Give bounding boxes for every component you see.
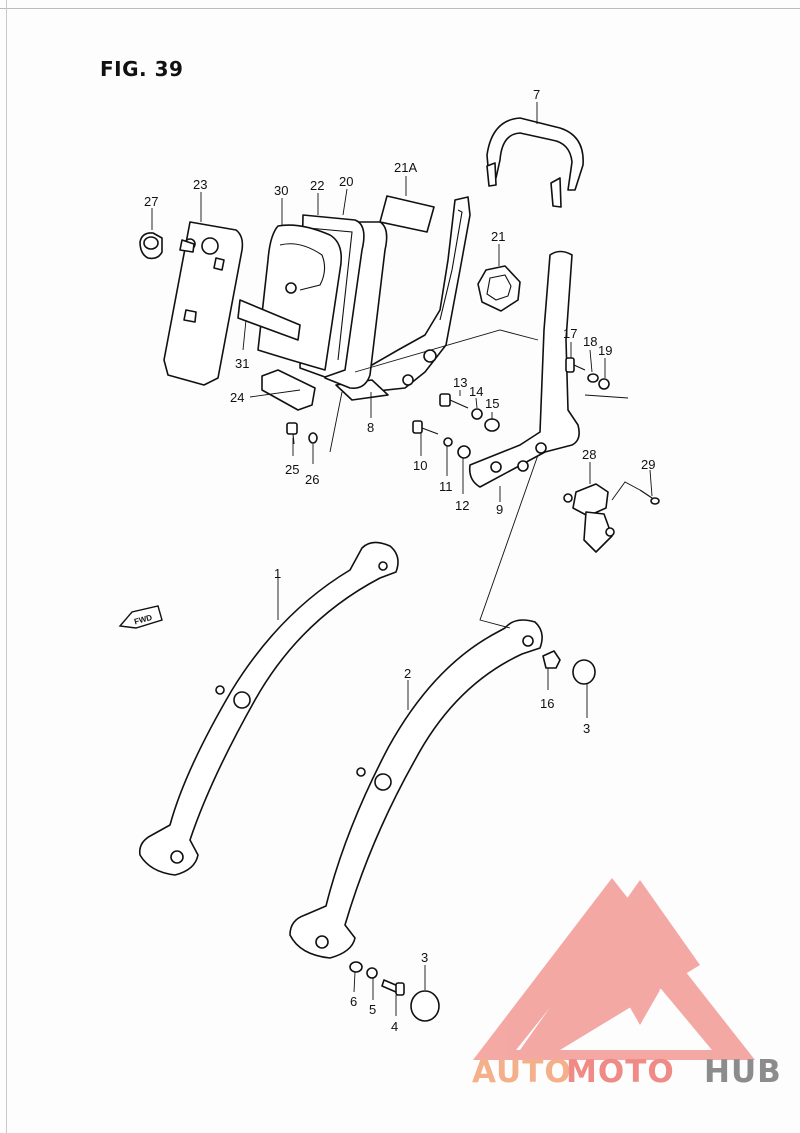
callout-21: 21 bbox=[491, 229, 505, 244]
callout-7: 7 bbox=[533, 87, 540, 102]
callout-3-upper: 3 bbox=[583, 721, 590, 736]
callout-1: 1 bbox=[274, 566, 281, 581]
callout-23: 23 bbox=[193, 177, 207, 192]
callout-20: 20 bbox=[339, 174, 353, 189]
callout-26: 26 bbox=[305, 472, 319, 487]
callout-12: 12 bbox=[455, 498, 469, 513]
figure-title: FIG. 39 bbox=[100, 57, 184, 81]
callout-labels: 27 23 30 22 20 21A 7 21 31 24 8 25 26 17… bbox=[144, 87, 655, 1034]
callout-25: 25 bbox=[285, 462, 299, 477]
callout-2: 2 bbox=[404, 666, 411, 681]
callout-17: 17 bbox=[563, 326, 577, 341]
callout-14: 14 bbox=[469, 384, 483, 399]
callout-19: 19 bbox=[598, 343, 612, 358]
part-30-trunk-lid bbox=[257, 224, 343, 371]
callout-15: 15 bbox=[485, 396, 499, 411]
callout-5: 5 bbox=[369, 1002, 376, 1017]
part-24-pad bbox=[261, 369, 316, 411]
part-9-backrest-frame bbox=[468, 250, 580, 488]
logo-icon bbox=[473, 878, 755, 1060]
callout-22: 22 bbox=[310, 178, 324, 193]
callout-27: 27 bbox=[144, 194, 158, 209]
part-1-rail bbox=[138, 541, 399, 876]
fwd-arrow-icon: FWD bbox=[118, 605, 163, 629]
callout-3-lower: 3 bbox=[421, 950, 428, 965]
part-2-rail bbox=[289, 619, 543, 959]
callout-16: 16 bbox=[540, 696, 554, 711]
logo-wordmark: AUTO MOTO HUB bbox=[472, 1054, 782, 1090]
logo-text-moto: MOTO bbox=[566, 1054, 675, 1090]
callout-13: 13 bbox=[453, 375, 467, 390]
callout-28: 28 bbox=[582, 447, 596, 462]
page-border-left bbox=[6, 0, 7, 1133]
callout-4: 4 bbox=[391, 1019, 398, 1034]
callout-8: 8 bbox=[367, 420, 374, 435]
part-27-knob bbox=[139, 232, 163, 260]
part-28-lock bbox=[563, 483, 615, 553]
callout-6: 6 bbox=[350, 994, 357, 1009]
page-border-top bbox=[0, 8, 800, 9]
hardware-parts bbox=[286, 357, 660, 1022]
callout-18: 18 bbox=[583, 334, 597, 349]
callout-9: 9 bbox=[496, 502, 503, 517]
callout-30: 30 bbox=[274, 183, 288, 198]
part-7-grab-handle bbox=[486, 117, 584, 208]
part-23-panel bbox=[163, 221, 244, 386]
part-21a-sticker bbox=[379, 195, 435, 233]
callout-29: 29 bbox=[641, 457, 655, 472]
callout-24: 24 bbox=[230, 390, 244, 405]
callout-21a: 21A bbox=[394, 160, 417, 175]
callout-31: 31 bbox=[235, 356, 249, 371]
part-31-strap bbox=[237, 299, 301, 341]
leader-lines bbox=[151, 102, 653, 1016]
logo-text-hub: HUB bbox=[704, 1054, 782, 1090]
callout-10: 10 bbox=[413, 458, 427, 473]
part-21-bracket bbox=[477, 265, 521, 312]
callout-11: 11 bbox=[439, 479, 453, 494]
logo-text-auto: AUTO bbox=[472, 1054, 572, 1090]
